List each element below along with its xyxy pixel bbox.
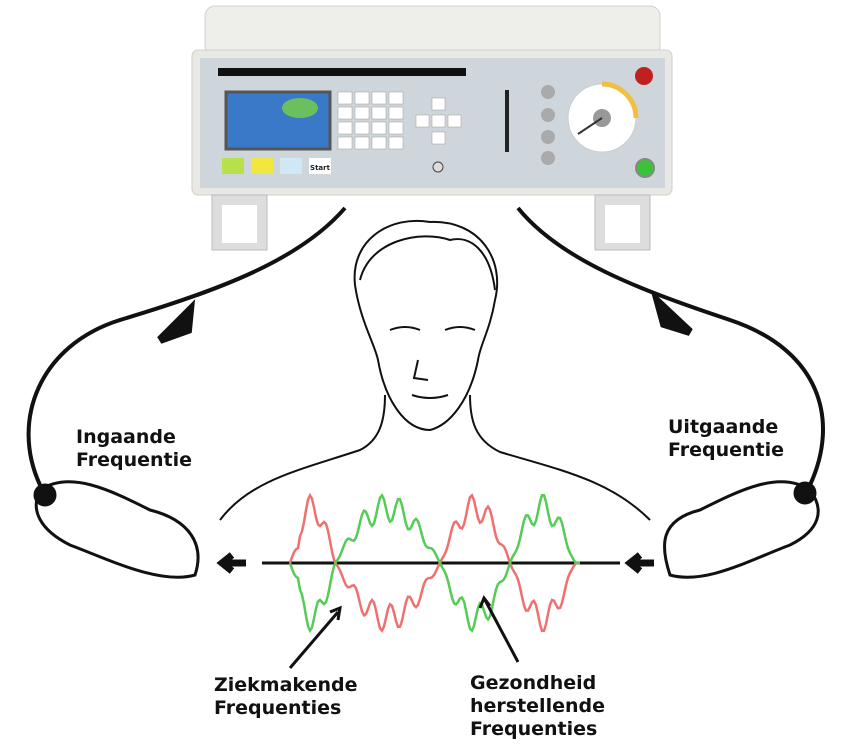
left-hand	[33, 480, 200, 579]
pointer-sick	[288, 605, 342, 669]
device-screen	[224, 90, 332, 151]
sick-wave	[288, 492, 580, 633]
start-button-label: Start	[310, 164, 331, 172]
therapy-device: Start	[191, 5, 673, 251]
person-illustration	[219, 219, 651, 521]
cable-arrow-left	[157, 299, 196, 344]
right-hand	[663, 480, 820, 579]
keypad	[337, 91, 462, 150]
outgoing-cable	[516, 206, 825, 486]
flow-arrow-left	[216, 552, 246, 574]
incoming-cable	[26, 206, 347, 486]
healthy-wave	[288, 493, 580, 634]
pointer-healthy	[478, 594, 520, 663]
flow-arrow-right	[624, 552, 654, 574]
cable-arrow-right	[650, 289, 693, 336]
